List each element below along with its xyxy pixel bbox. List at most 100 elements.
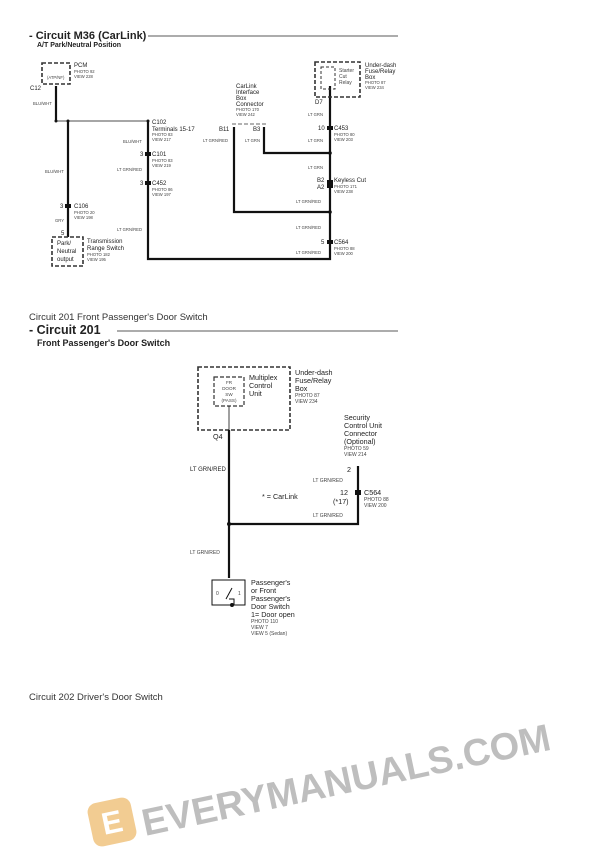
pcm-pin: C12 <box>30 86 42 92</box>
keyless-photo: PHOTO 171 <box>334 184 358 189</box>
wire-label: BLU/WHT <box>33 101 52 106</box>
mcu-inner: SW <box>225 392 233 397</box>
switch-label: Door Switch <box>251 602 290 611</box>
watermark: E EVERYMANUALS.COM <box>87 717 554 847</box>
diagram-subtitle: Front Passenger's Door Switch <box>37 338 170 348</box>
trs-inner: Park/ <box>57 241 71 247</box>
switch-label: or Front <box>251 586 276 595</box>
door-switch-box <box>211 579 246 606</box>
carlink-pin: B3 <box>253 127 261 133</box>
c101-photo: PHOTO 83 <box>152 158 173 163</box>
circuit-201-diagram: - Circuit 201 Front Passenger's Door Swi… <box>29 323 398 637</box>
c102-photo: PHOTO 83 <box>152 132 173 137</box>
relay-box <box>314 61 361 98</box>
wire-label: BLU/WHT <box>123 139 142 144</box>
c453-pin: 10 <box>318 126 325 132</box>
diagram-title: - Circuit 201 <box>29 323 101 337</box>
mcu-label: Unit <box>249 389 262 398</box>
pcm-box <box>41 62 71 85</box>
security-view: VIEW 214 <box>344 452 367 458</box>
wire-label: LT GRN/RED <box>117 167 142 172</box>
c564-pin: 12 <box>340 488 348 497</box>
trs-inner: Neutral <box>57 249 76 255</box>
pcm-view: VIEW 228 <box>74 74 94 79</box>
fuse-box-label: Fuse/Relay <box>365 69 395 75</box>
security-label: Connector <box>344 429 378 438</box>
wire-b11 <box>232 127 330 214</box>
c564-label: C564 <box>364 488 381 497</box>
circuit-m36-diagram: - Circuit M36 (CarLink) A/T Park/Neutral… <box>29 30 398 267</box>
ground-icon <box>230 603 234 607</box>
mcu-pin: Q4 <box>213 432 223 441</box>
c106-photo: PHOTO 20 <box>74 210 95 215</box>
relay-label: Relay <box>339 80 352 86</box>
c564-view: VIEW 200 <box>364 503 387 509</box>
carlink-label: CarLink <box>236 84 258 90</box>
carlink-label: Connector <box>236 102 264 108</box>
diagram-title: - Circuit M36 (CarLink) <box>29 30 147 42</box>
pcm-inner: (ATP/NF) <box>47 75 65 80</box>
c452-pin: 3 <box>140 181 144 187</box>
relay-label: Cut <box>339 74 347 80</box>
trs-label: Range Switch <box>87 246 124 252</box>
switch-view: VIEW 7 <box>251 625 268 631</box>
wire-label: LT GRN <box>308 165 323 170</box>
c106-view: VIEW 198 <box>74 215 94 220</box>
wire-main <box>227 430 360 526</box>
c452-view: VIEW 197 <box>152 192 172 197</box>
fuse-box-photo: PHOTO 87 <box>295 393 320 399</box>
mcu-inner: FR <box>226 380 233 385</box>
security-label: Security <box>344 413 370 422</box>
diagram-subtitle: A/T Park/Neutral Position <box>37 42 121 49</box>
switch-photo: PHOTO 110 <box>251 619 278 625</box>
switch-view-sedan: VIEW 5 (Sedan) <box>251 631 287 637</box>
fuse-box-view: VIEW 234 <box>365 85 385 90</box>
mcu-label: Control <box>249 381 273 390</box>
caption-circuit-201: Circuit 201 Front Passenger's Door Switc… <box>29 312 208 323</box>
relay-coil-icon <box>320 66 336 90</box>
wire-main-loop <box>146 86 332 261</box>
carlink-note: * = CarLink <box>262 492 298 501</box>
carlink-pin: B11 <box>219 127 230 133</box>
watermark-text: EVERYMANUALS.COM <box>138 717 554 845</box>
wire-label: BLU/WHT <box>45 169 64 174</box>
wire-label: LT GRN/RED <box>190 550 220 556</box>
fuse-box-label: Under-dash <box>295 368 333 377</box>
wire-label: LT GRN/RED <box>190 467 226 473</box>
trs-view: VIEW 195 <box>87 257 107 262</box>
c106-pin: 3 <box>60 204 64 210</box>
mcu-inner: (PASS) <box>222 398 237 403</box>
wire-label: LT GRN <box>308 112 323 117</box>
fuse-box-label: Under-dash <box>365 63 396 69</box>
c106-label: C106 <box>74 204 89 210</box>
wire-label: LT GRN/RED <box>313 513 343 519</box>
c453-photo: PHOTO 80 <box>334 132 355 137</box>
trs-box <box>51 236 84 267</box>
c101-pin: 3 <box>140 152 144 158</box>
wire-label: GRY <box>55 218 64 223</box>
trs-photo: PHOTO 182 <box>87 252 111 257</box>
pcm-label: PCM <box>74 63 87 69</box>
c564-photo: PHOTO 88 <box>334 246 355 251</box>
switch-pos-1: 1 <box>238 591 241 597</box>
switch-pos-0: 0 <box>216 591 219 597</box>
switch-label: Passenger's <box>251 578 291 587</box>
wire-label: LT GRN/RED <box>296 199 321 204</box>
c101-view: VIEW 219 <box>152 163 172 168</box>
security-label: Control Unit <box>344 421 382 430</box>
c564-connector <box>355 490 361 495</box>
carlink-view: VIEW 242 <box>236 112 256 117</box>
c452-photo: PHOTO 86 <box>152 187 173 192</box>
fuse-box-label: Box <box>365 75 375 81</box>
wire-b3 <box>262 127 330 155</box>
keyless-view: VIEW 238 <box>334 189 354 194</box>
wire-label: LT GRN/RED <box>313 478 343 484</box>
carlink-label: Interface <box>236 90 260 96</box>
wire-label: LT GRN <box>245 138 260 143</box>
wire-label: LT GRN/RED <box>203 138 228 143</box>
trs-pin: 5 <box>61 231 65 237</box>
security-photo: PHOTO 59 <box>344 446 369 452</box>
mcu-inner: DOOR <box>222 386 236 391</box>
c564-alt-pin: (*17) <box>333 497 349 506</box>
